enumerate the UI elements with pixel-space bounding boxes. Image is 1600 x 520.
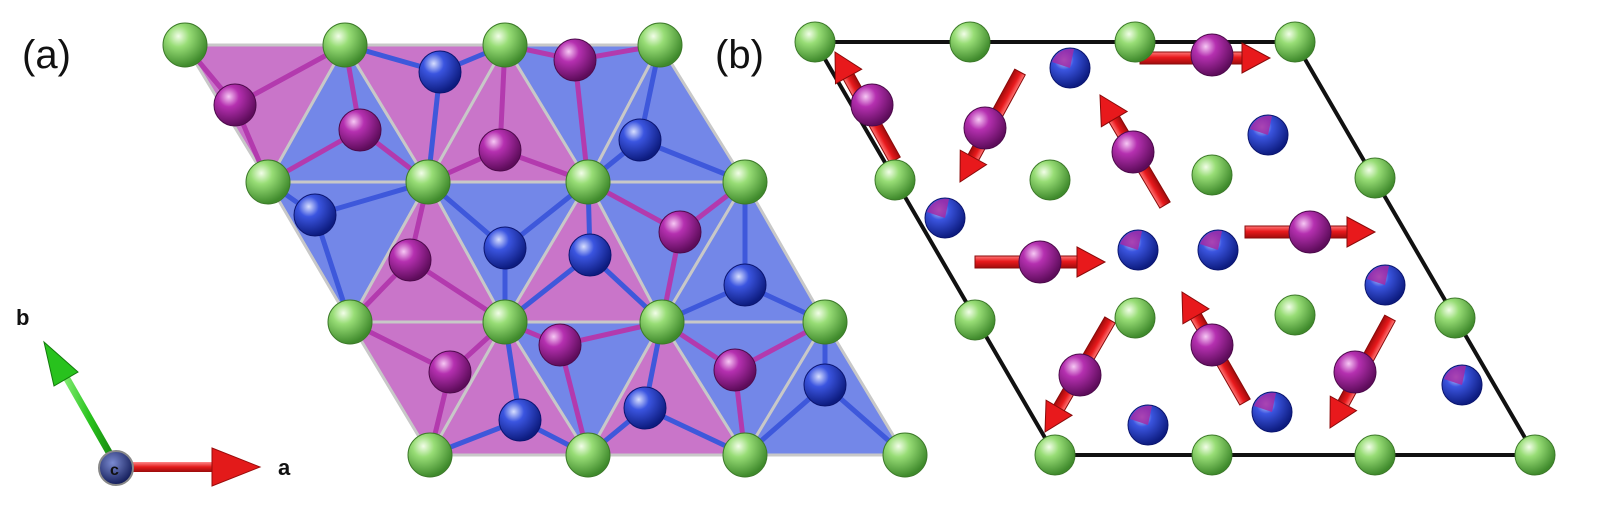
green-atom: [482, 299, 528, 345]
green-atom: [1354, 434, 1396, 476]
green-atom: [162, 22, 208, 68]
green-atom: [1354, 157, 1396, 199]
green-atom: [1191, 434, 1233, 476]
panel-b-spin-structure: [794, 21, 1556, 476]
green-atom: [1514, 434, 1556, 476]
magenta-atom: [1288, 210, 1332, 254]
blue-atom: [618, 118, 662, 162]
green-atom: [1191, 154, 1233, 196]
green-atom: [1274, 294, 1316, 336]
blue-atom: [293, 193, 337, 237]
green-atom: [722, 159, 768, 205]
b-axis-label: b: [16, 305, 29, 330]
mixed-site-cap: [1367, 265, 1389, 285]
magenta-atom: [1190, 33, 1234, 77]
magenta-atom: [538, 323, 582, 367]
panel-a-polyhedra-structure: [162, 22, 928, 478]
magenta-atom: [963, 106, 1007, 150]
mixed-site-cap: [1250, 115, 1272, 135]
blue-atom: [623, 386, 667, 430]
b-axis-arrow: [43, 340, 122, 470]
magenta-atom: [1111, 130, 1155, 174]
green-atom: [882, 432, 928, 478]
green-atom: [637, 22, 683, 68]
blue-atom: [498, 398, 542, 442]
blue-atom: [483, 226, 527, 270]
green-atom: [874, 159, 916, 201]
c-axis-label: c: [110, 462, 119, 479]
green-atom: [482, 22, 528, 68]
blue-atom: [723, 263, 767, 307]
magenta-atom: [478, 128, 522, 172]
green-atom: [1114, 297, 1156, 339]
green-atom: [407, 432, 453, 478]
green-atom: [245, 159, 291, 205]
green-atom: [722, 432, 768, 478]
magenta-atom: [1058, 353, 1102, 397]
mixed-site-cap: [927, 198, 949, 218]
mixed-site-cap: [1130, 405, 1152, 425]
blue-atom: [568, 233, 612, 277]
green-atom: [405, 159, 451, 205]
green-atom: [1434, 297, 1476, 339]
magenta-atom: [1190, 323, 1234, 367]
magenta-atom: [553, 38, 597, 82]
panel-a-label: (a): [22, 33, 71, 77]
c-axis-origin: [98, 450, 134, 486]
mixed-site-cap: [1200, 230, 1222, 250]
magenta-atom: [213, 83, 257, 127]
green-atom: [1034, 434, 1076, 476]
mixed-site-cap: [1254, 392, 1276, 412]
green-atom: [802, 299, 848, 345]
unit-cell-outline: [811, 40, 1539, 457]
green-atom: [327, 299, 373, 345]
green-atom: [565, 159, 611, 205]
mixed-site-cap: [1120, 230, 1142, 250]
magenta-atom: [850, 83, 894, 127]
a-axis-arrow: [126, 447, 262, 487]
blue-atom: [418, 50, 462, 94]
magenta-atom: [658, 210, 702, 254]
blue-atom: [803, 363, 847, 407]
magenta-atom: [338, 108, 382, 152]
panel-b-label: (b): [715, 33, 764, 77]
green-atom: [1114, 21, 1156, 63]
green-atom: [794, 21, 836, 63]
magenta-atom: [388, 238, 432, 282]
green-atom: [954, 299, 996, 341]
magenta-atom: [713, 348, 757, 392]
mixed-site-cap: [1444, 365, 1466, 385]
green-atom: [1274, 21, 1316, 63]
axis-triad: c a b: [16, 305, 291, 487]
magenta-atom: [1333, 350, 1377, 394]
green-atom: [322, 22, 368, 68]
green-atom: [949, 21, 991, 63]
green-atom: [639, 299, 685, 345]
green-atom: [1029, 159, 1071, 201]
magenta-atom: [1018, 240, 1062, 284]
magenta-atom: [428, 350, 472, 394]
mixed-site-cap: [1052, 48, 1074, 68]
green-atom: [565, 432, 611, 478]
a-axis-label: a: [278, 455, 291, 480]
